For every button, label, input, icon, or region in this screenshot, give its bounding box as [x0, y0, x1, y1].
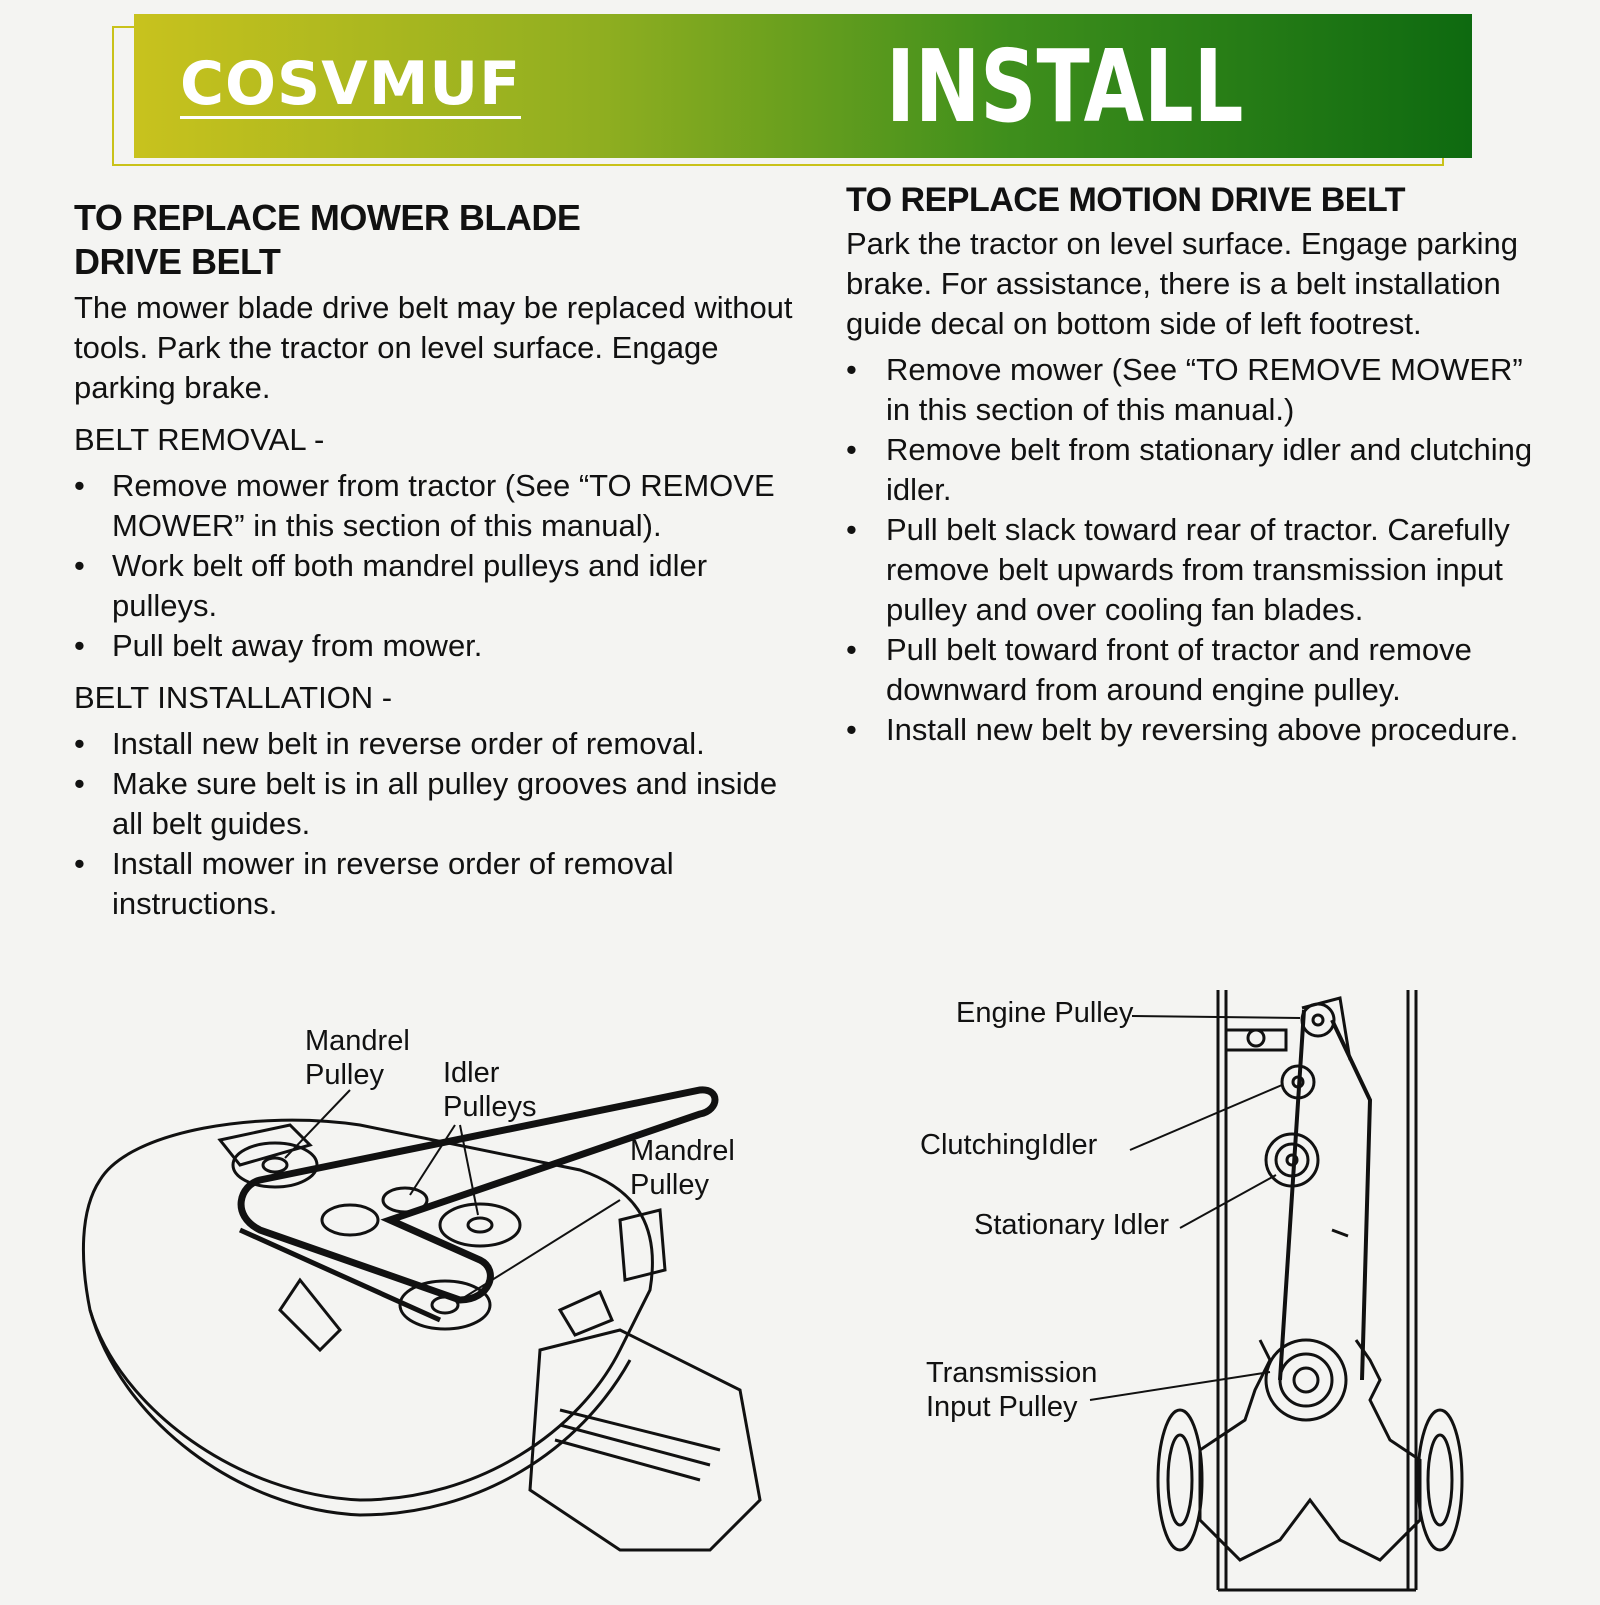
section-heading: TO REPLACE MOWER BLADE DRIVE BELT — [74, 196, 794, 284]
engine-pulley — [1300, 1002, 1336, 1038]
list-item: •Pull belt slack toward rear of tractor.… — [846, 512, 1510, 627]
deck-skirt — [88, 1309, 632, 1517]
wheel-right — [1416, 1408, 1464, 1552]
motion-drive-belt — [1278, 1009, 1373, 1381]
motion-belt-section: TO REPLACE MOTION DRIVE BELT Park the tr… — [846, 180, 1546, 750]
discharge-chute — [528, 1328, 762, 1552]
list-item: •Pull belt toward front of tractor and r… — [846, 632, 1472, 707]
list-item: •Remove mower (See “TO REMOVE MOWER” in … — [846, 352, 1523, 427]
bullet-icon: • — [74, 628, 85, 663]
installation-subheading: BELT INSTALLATION - — [74, 680, 393, 715]
bullet-icon: • — [74, 846, 85, 881]
leader-line — [1179, 1174, 1277, 1229]
leader-line — [284, 1089, 351, 1159]
removal-subheading: BELT REMOVAL - — [74, 422, 325, 457]
list-item: •Work belt off both mandrel pulleys and … — [74, 548, 708, 623]
label-clutching-idler: ClutchingIdler — [920, 1129, 1098, 1161]
bullet-icon: • — [74, 766, 85, 801]
list-item: •Make sure belt is in all pulley grooves… — [74, 766, 778, 841]
label-mandrel-pulley-right: Mandrel Pulley — [630, 1135, 735, 1201]
leader-line — [1131, 1015, 1301, 1019]
leader-line — [459, 1199, 621, 1301]
bullet-icon: • — [846, 512, 857, 547]
bullet-icon: • — [74, 468, 85, 503]
list-item: •Remove belt from stationary idler and c… — [846, 432, 1533, 507]
leader-line — [459, 1124, 479, 1216]
wheel-left — [1156, 1408, 1204, 1552]
drive-belt — [237, 1086, 719, 1304]
tractor-belt-drawing — [1089, 990, 1464, 1592]
mower-deck-diagram: Mandrel Pulley Idler Pulleys Mandrel Pul… — [60, 1025, 780, 1570]
transaxle — [1198, 1339, 1422, 1562]
heading-line-2: DRIVE BELT — [74, 241, 281, 282]
page-title: INSTALL — [886, 28, 1244, 145]
heading-line-1: TO REPLACE MOWER BLADE — [74, 197, 581, 238]
bullet-icon: • — [846, 712, 857, 747]
bullet-icon: • — [846, 632, 857, 667]
transmission-input-pulley — [1264, 1338, 1348, 1422]
motion-belt-list: •Remove mower (See “TO REMOVE MOWER” in … — [846, 350, 1546, 750]
list-item: •Pull belt away from mower. — [74, 626, 794, 666]
list-item: •Remove mower from tractor (See “TO REMO… — [74, 468, 775, 543]
idler-pulley — [320, 1203, 380, 1237]
label-engine-pulley: Engine Pulley — [956, 997, 1134, 1029]
section-intro: Park the tractor on level surface. Engag… — [846, 226, 1519, 341]
brand-logo: COSVMUF — [180, 49, 522, 119]
bullet-icon: • — [846, 352, 857, 387]
list-item: •Install new belt by reversing above pro… — [846, 710, 1546, 750]
bullet-icon: • — [74, 726, 85, 761]
removal-list: •Remove mower from tractor (See “TO REMO… — [74, 466, 794, 666]
mower-deck-drawing — [81, 1086, 762, 1552]
installation-list: •Install new belt in reverse order of re… — [74, 724, 794, 924]
mandrel-pulley-right — [398, 1279, 492, 1331]
list-item: •Install mower in reverse order of remov… — [74, 846, 674, 921]
label-stationary-idler: Stationary Idler — [974, 1209, 1170, 1241]
tractor-belt-diagram: Engine Pulley ClutchingIdler Stationary … — [900, 980, 1500, 1600]
label-transmission-input-pulley: Transmission Input Pulley — [926, 1357, 1098, 1423]
section-intro: The mower blade drive belt may be replac… — [74, 290, 793, 405]
leader-line — [1129, 1084, 1283, 1151]
header-banner: COSVMUF INSTALL — [134, 14, 1472, 158]
mandrel-pulley-left — [231, 1141, 319, 1189]
list-item: •Install new belt in reverse order of re… — [74, 724, 794, 764]
label-idler-pulleys: Idler Pulleys — [443, 1057, 537, 1123]
leader-line — [409, 1124, 456, 1196]
mandrel-pulley-center — [438, 1202, 522, 1248]
section-heading: TO REPLACE MOTION DRIVE BELT — [846, 181, 1406, 219]
bullet-icon: • — [74, 548, 85, 583]
leader-line — [1089, 1371, 1271, 1401]
label-mandrel-pulley: Mandrel Pulley — [305, 1025, 410, 1091]
bullet-icon: • — [846, 432, 857, 467]
idler-pulley — [381, 1186, 429, 1214]
mower-belt-section: TO REPLACE MOWER BLADE DRIVE BELT The mo… — [74, 196, 794, 924]
